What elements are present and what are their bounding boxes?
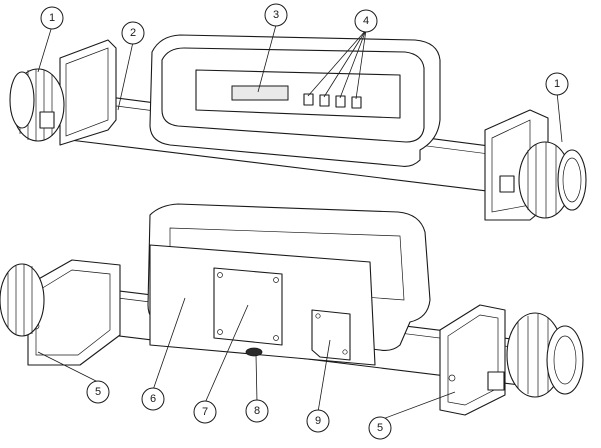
svg-text:4: 4 bbox=[363, 15, 369, 27]
display-panel bbox=[195, 69, 401, 119]
callout-1-right: 1 bbox=[545, 72, 569, 96]
top-left-union bbox=[9, 68, 65, 142]
bottom-left-bracket bbox=[27, 259, 121, 366]
bottom-right-bracket bbox=[439, 304, 506, 416]
button-2 bbox=[319, 94, 330, 107]
callout-4: 4 bbox=[354, 9, 378, 33]
svg-text:1: 1 bbox=[554, 78, 560, 90]
callout-3: 3 bbox=[264, 3, 288, 27]
top-right-union bbox=[499, 141, 587, 219]
bottom-right-union bbox=[487, 312, 584, 398]
svg-text:8: 8 bbox=[254, 405, 260, 417]
svg-text:7: 7 bbox=[202, 406, 208, 418]
callout-5-right: 5 bbox=[368, 416, 392, 440]
svg-text:9: 9 bbox=[315, 415, 321, 427]
leader-lines bbox=[37, 24, 563, 421]
callout-1-left: 1 bbox=[40, 6, 64, 30]
top-assembly bbox=[9, 34, 587, 221]
svg-text:2: 2 bbox=[130, 27, 136, 39]
callout-5-left: 5 bbox=[86, 380, 110, 404]
top-left-bracket bbox=[59, 39, 117, 146]
cover-plate bbox=[213, 267, 283, 346]
svg-text:3: 3 bbox=[273, 9, 279, 21]
callouts: 1 2 3 4 1 5 6 7 bbox=[40, 3, 569, 440]
sensor-port bbox=[245, 347, 263, 357]
callout-9: 9 bbox=[306, 409, 330, 433]
bottom-assembly bbox=[0, 203, 584, 416]
svg-text:5: 5 bbox=[377, 422, 383, 434]
callout-8: 8 bbox=[245, 399, 269, 423]
bottom-left-union bbox=[0, 263, 45, 337]
control-buttons bbox=[303, 93, 362, 109]
lcd-screen bbox=[231, 85, 289, 101]
svg-text:1: 1 bbox=[49, 12, 55, 24]
button-1 bbox=[303, 93, 314, 106]
callout-6: 6 bbox=[141, 387, 165, 411]
terminal-box bbox=[311, 309, 351, 361]
button-4 bbox=[351, 96, 362, 109]
callout-7: 7 bbox=[193, 400, 217, 424]
svg-text:6: 6 bbox=[150, 393, 156, 405]
svg-text:5: 5 bbox=[95, 386, 101, 398]
callout-2: 2 bbox=[121, 21, 145, 45]
